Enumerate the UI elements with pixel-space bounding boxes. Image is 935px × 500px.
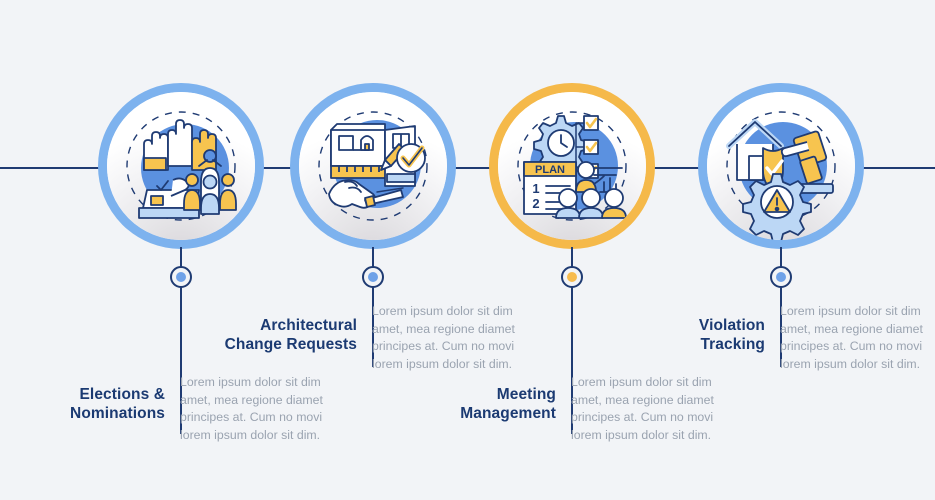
- plan-item-1: 1: [532, 181, 539, 196]
- timeline-dot-violation-tracking[interactable]: [770, 266, 792, 288]
- title-line-1: Architectural: [260, 317, 357, 334]
- timeline-dot-elections-nominations[interactable]: [170, 266, 192, 288]
- divider-line: [780, 287, 782, 367]
- timeline-dot-meeting-management[interactable]: [561, 266, 583, 288]
- title-line-2: Change Requests: [224, 336, 357, 353]
- step-circle-elections-nominations[interactable]: [98, 83, 264, 249]
- plan-item-2: 2: [532, 196, 539, 211]
- step-title-meeting-management: Meeting Management: [411, 385, 556, 423]
- step-title-architectural-change-requests: Architectural Change Requests: [212, 316, 357, 354]
- step-description-meeting-management: Lorem ipsum dolor sit dim amet, mea regi…: [571, 375, 714, 442]
- timeline-spine: [0, 167, 935, 169]
- step-circle-violation-tracking[interactable]: [698, 83, 864, 249]
- step-description-architectural-change-requests: Lorem ipsum dolor sit dim amet, mea regi…: [372, 304, 515, 371]
- title-line-1: Meeting: [496, 386, 556, 403]
- blueprint-pencil-approval-icon: [318, 111, 428, 221]
- step-title-violation-tracking: Violation Tracking: [620, 316, 765, 354]
- circle-inner: PLAN 1 2: [498, 92, 646, 240]
- connector-stem: [180, 247, 182, 271]
- step-circle-architectural-change-requests[interactable]: [290, 83, 456, 249]
- divider-line: [571, 287, 573, 434]
- circle-inner: [107, 92, 255, 240]
- connector-stem: [571, 247, 573, 271]
- title-line-2: Nominations: [70, 405, 165, 422]
- circle-inner: [299, 92, 447, 240]
- step-title-elections-nominations: Elections & Nominations: [20, 385, 165, 423]
- divider-line: [372, 287, 374, 367]
- timeline-dot-architectural-change-requests[interactable]: [362, 266, 384, 288]
- connector-stem: [372, 247, 374, 271]
- divider-line: [180, 287, 182, 434]
- title-line-1: Violation: [698, 317, 765, 334]
- connector-stem: [780, 247, 782, 271]
- step-circle-meeting-management[interactable]: PLAN 1 2: [489, 83, 655, 249]
- plan-agenda-checklist-audience-icon: PLAN 1 2: [517, 111, 627, 221]
- step-description-elections-nominations: Lorem ipsum dolor sit dim amet, mea regi…: [180, 375, 323, 442]
- plan-label: PLAN: [535, 164, 565, 176]
- step-description-violation-tracking: Lorem ipsum dolor sit dim amet, mea regi…: [780, 304, 923, 371]
- title-line-2: Management: [460, 405, 556, 422]
- title-line-1: Elections &: [79, 386, 165, 403]
- circle-inner: [707, 92, 855, 240]
- voting-hands-ballot-icon: [126, 111, 237, 221]
- house-shield-gavel-warning-icon: [726, 111, 836, 240]
- title-line-2: Tracking: [700, 336, 765, 353]
